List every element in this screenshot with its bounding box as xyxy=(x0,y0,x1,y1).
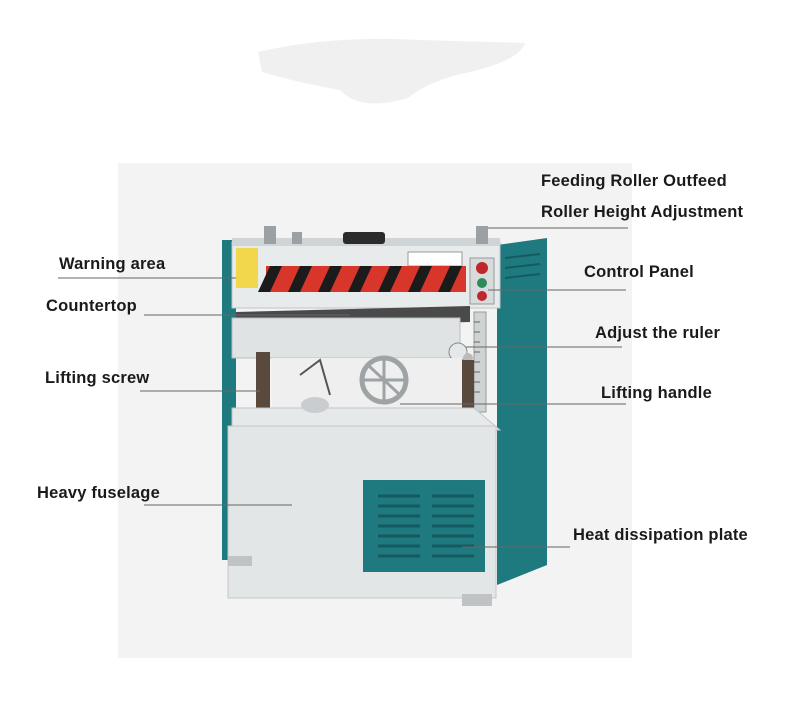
background-smudge xyxy=(258,38,525,104)
label-feeding-roller-outfeed: Feeding Roller Outfeed xyxy=(541,172,727,190)
label-countertop: Countertop xyxy=(46,297,137,315)
label-lifting-screw: Lifting screw xyxy=(45,369,150,387)
label-adjust-the-ruler: Adjust the ruler xyxy=(595,324,721,342)
foot-right xyxy=(462,594,492,606)
planer-machine xyxy=(222,226,547,606)
label-control-panel: Control Panel xyxy=(584,263,694,281)
warning-sticker xyxy=(236,248,258,288)
label-lifting-handle: Lifting handle xyxy=(601,384,712,402)
foot-left xyxy=(228,556,252,566)
warning-stripe xyxy=(258,266,466,292)
heat-dissipation-plate xyxy=(363,480,485,572)
label-heat-dissipation-plate: Heat dissipation plate xyxy=(573,526,748,544)
label-warning-area: Warning area xyxy=(59,255,166,273)
teal-side-panel-right xyxy=(497,238,547,585)
label-heavy-fuselage: Heavy fuselage xyxy=(37,484,160,502)
leader-lines xyxy=(58,227,628,548)
label-roller-height-adjustment: Roller Height Adjustment xyxy=(541,203,744,221)
control-panel xyxy=(469,257,495,305)
lifting-screw-left xyxy=(256,352,270,418)
lifting-handwheel xyxy=(359,355,409,405)
